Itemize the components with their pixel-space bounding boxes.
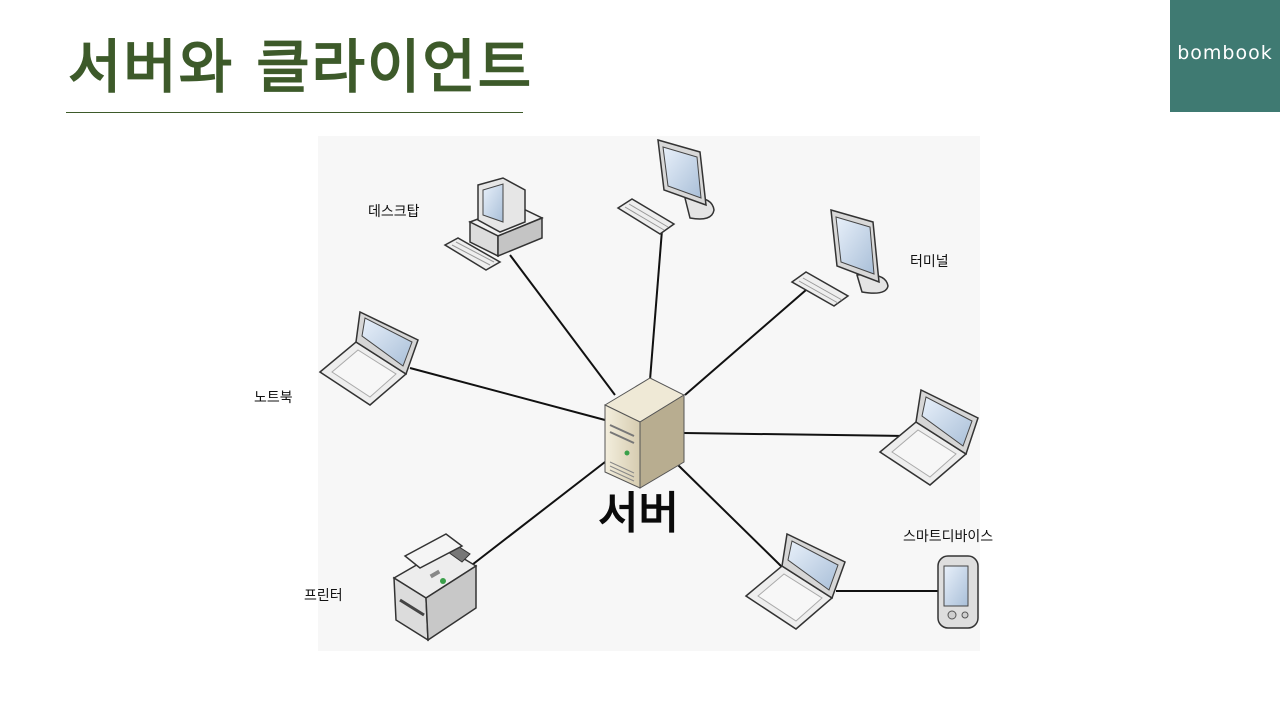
title-underline [66,112,523,113]
printer-icon [392,533,478,642]
connection-lines [409,229,940,592]
link-notebook [409,367,606,421]
monitor-keyboard-icon-top [616,138,715,235]
monitor-keyboard-icon-terminal [790,208,889,307]
link-printer [467,461,606,569]
laptop-icon-bottom [744,532,846,630]
pda-device-icon [937,555,979,629]
label-notebook: 노트북 [254,390,293,406]
server-label: 서버 [598,488,679,539]
link-monitor-top [649,229,663,381]
link-laptop-right [683,432,906,437]
desktop-computer-icon [443,177,544,271]
slide-title: 서버와 클라이언트 [68,33,534,101]
server-tower-icon [603,377,686,489]
label-printer: 프린터 [304,588,343,604]
link-terminal [684,289,807,396]
label-smart-device: 스마트디바이스 [903,529,994,545]
brand-logo: bombook [1170,0,1280,112]
label-terminal: 터미널 [910,254,949,270]
laptop-icon-notebook [318,310,419,406]
label-desktop: 데스크탑 [368,204,420,220]
link-desktop [509,254,616,396]
laptop-icon-right [878,388,979,486]
link-laptop-bottom [677,464,783,568]
